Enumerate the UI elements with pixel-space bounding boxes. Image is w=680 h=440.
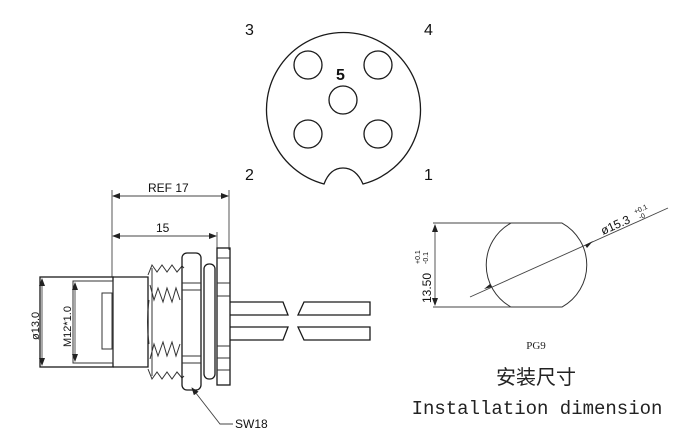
pin-face-diagram: 3 4 5 2 1: [245, 22, 433, 185]
length-label: 15: [156, 221, 170, 235]
title-chinese: 安装尺寸: [496, 366, 576, 389]
hex-nut: [181, 252, 202, 391]
diameter-dimension-line: [469, 207, 669, 298]
thread-section: [113, 263, 185, 381]
pin-hole-4: [363, 50, 393, 80]
height-dim-value: 13.50: [420, 273, 434, 303]
pin-label-3: 3: [245, 22, 254, 39]
cutout-outline: [485, 222, 588, 308]
diameter-dim-label: ø15.3: [599, 212, 633, 237]
connector-side-view: REF 17 15 ø13.0 M12*1.0: [30, 181, 371, 431]
pin-hole-2: [293, 119, 323, 149]
ref-length-label: REF 17: [148, 181, 189, 195]
wrench-size-leader: [191, 387, 233, 425]
pin-label-1: 1: [424, 167, 433, 184]
panel-cutout-diagram: 13.50 +0.1 -0.1 ø15.3 +0.1 -0 PG9 安装尺寸 I…: [412, 204, 669, 420]
key-slot: [101, 292, 113, 350]
outer-diameter-label: ø13.0: [30, 312, 42, 340]
height-tol-upper: +0.1: [415, 250, 422, 264]
pin-hole-1: [363, 119, 393, 149]
height-dim-label: 13.50: [420, 273, 434, 303]
thread-label: M12*1.0: [62, 306, 74, 347]
connector-face-outline: [265, 31, 422, 185]
pin-label-5: 5: [336, 67, 345, 84]
wire-leads: [230, 301, 371, 341]
gland-size-label: PG9: [526, 340, 546, 352]
wrench-size-label: SW18: [235, 417, 268, 431]
title-english: Installation dimension: [412, 398, 663, 420]
o-ring-washer: [203, 263, 216, 380]
mounting-flange: [216, 247, 231, 386]
pin-label-4: 4: [424, 22, 433, 39]
pin-hole-3: [293, 50, 323, 80]
diameter-tol-lower: -0: [638, 213, 647, 222]
height-tol-lower: -0.1: [423, 252, 430, 264]
pin-hole-5: [328, 85, 358, 115]
pin-label-2: 2: [245, 167, 254, 184]
